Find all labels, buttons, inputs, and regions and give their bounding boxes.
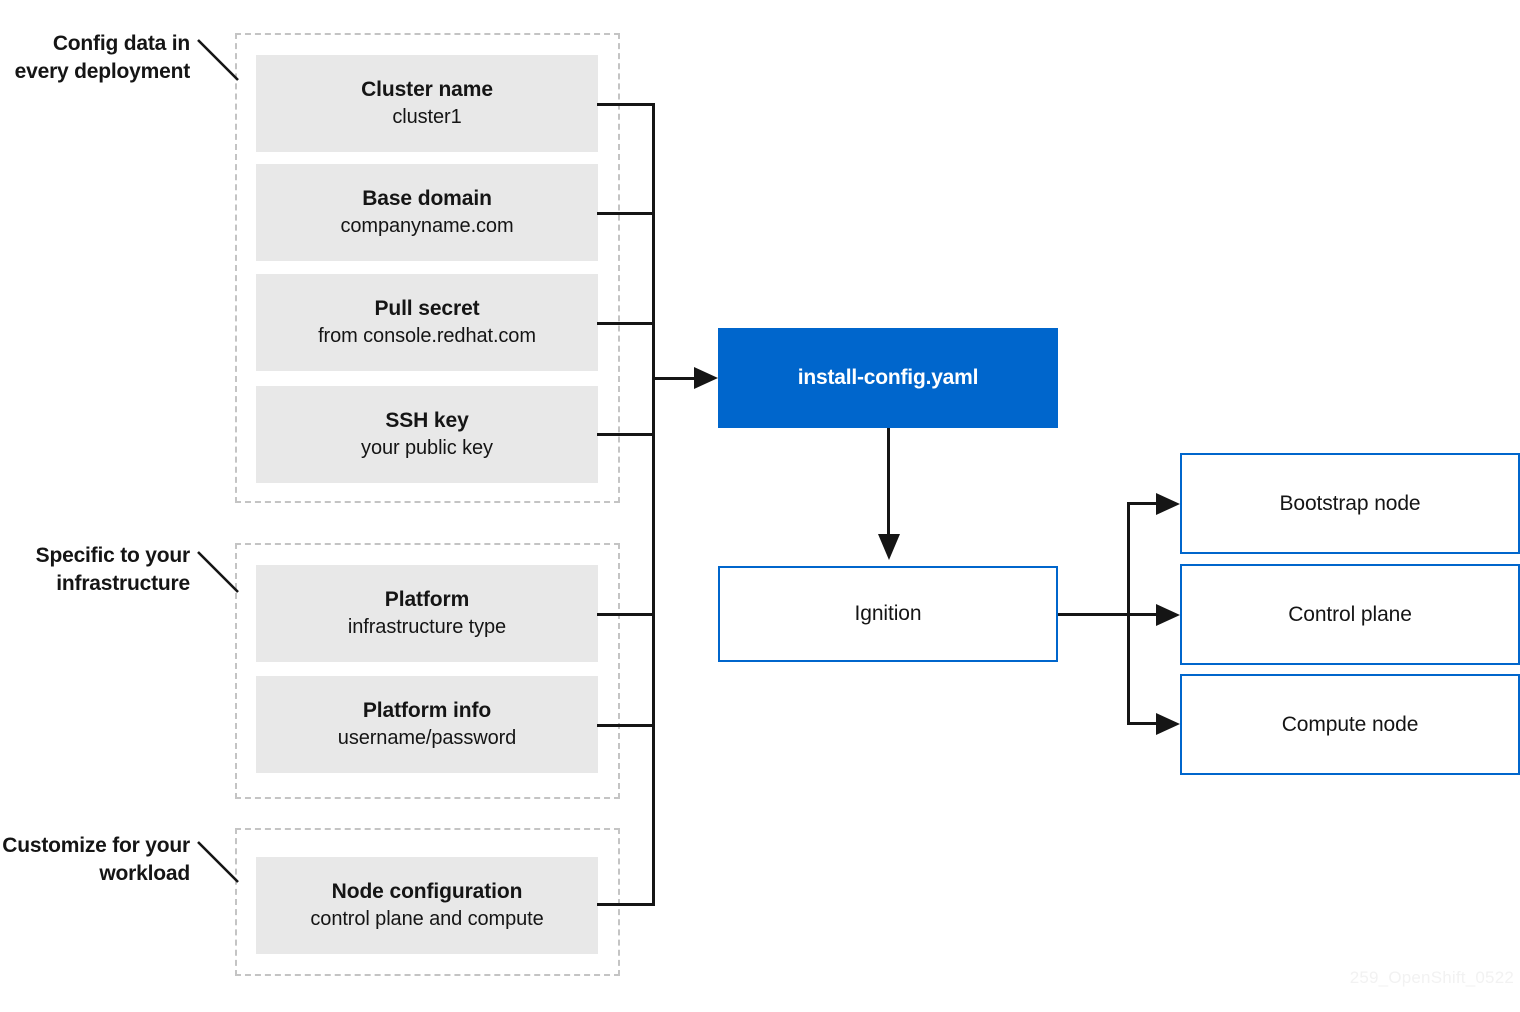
- box-ignition-label: Ignition: [854, 602, 922, 625]
- group-infrastructure: [235, 543, 620, 799]
- arrowhead-to-control-plane: [1156, 604, 1180, 626]
- annotation-infrastructure: Specific to your infrastructure: [35, 544, 191, 595]
- card-platform-title: Platform: [384, 587, 470, 611]
- card-ssh-key-title: SSH key: [385, 408, 469, 432]
- card-platform-info-title: Platform info: [362, 698, 492, 722]
- box-compute-node-label: Compute node: [1281, 712, 1419, 736]
- card-cluster-name-title: Cluster name: [361, 77, 493, 101]
- box-install-config-yaml-label: install-config.yaml: [797, 366, 979, 389]
- connector-stub-cluster-name: [597, 103, 655, 106]
- card-cluster-name: Cluster name cluster1: [256, 55, 598, 152]
- watermark-label: 259_OpenShift_0522: [1349, 968, 1514, 987]
- box-bootstrap-node-label: Bootstrap node: [1279, 491, 1421, 515]
- box-install-config-yaml[interactable]: install-config.yaml: [718, 328, 1058, 428]
- box-bootstrap-node[interactable]: Bootstrap node: [1180, 453, 1520, 554]
- card-base-domain-title: Base domain: [362, 186, 492, 210]
- connector-arrow-to-install-config-line: [652, 377, 700, 380]
- connector-stub-platform: [597, 613, 655, 616]
- annotation-workload: Customize for your workload: [2, 834, 190, 885]
- connector-branch-bootstrap: [1127, 502, 1163, 505]
- box-ignition[interactable]: Ignition: [718, 566, 1058, 662]
- card-platform-value: infrastructure type: [347, 615, 507, 638]
- card-node-configuration-value: control plane and compute: [310, 907, 544, 930]
- card-pull-secret-value: from console.redhat.com: [318, 324, 536, 347]
- group-workload: [235, 828, 620, 976]
- connector-ignition-out: [1058, 613, 1130, 616]
- box-control-plane-label: Control plane: [1288, 602, 1412, 626]
- card-cluster-name-value: cluster1: [392, 105, 462, 128]
- card-platform: Platform infrastructure type: [256, 565, 598, 662]
- card-ssh-key: SSH key your public key: [256, 386, 598, 483]
- box-control-plane[interactable]: Control plane: [1180, 564, 1520, 665]
- connector-stub-node-config: [597, 903, 655, 906]
- connector-branch-control-plane: [1127, 613, 1163, 616]
- connector-stub-ssh-key: [597, 433, 655, 436]
- card-base-domain: Base domain companyname.com: [256, 164, 598, 261]
- arrowhead-to-compute-node: [1156, 713, 1180, 735]
- card-pull-secret: Pull secret from console.redhat.com: [256, 274, 598, 371]
- connector-install-config-to-ignition-line: [887, 428, 890, 538]
- card-node-configuration: Node configuration control plane and com…: [256, 857, 598, 954]
- card-base-domain-value: companyname.com: [340, 214, 514, 237]
- arrowhead-to-install-config: [694, 367, 718, 389]
- card-pull-secret-title: Pull secret: [374, 296, 480, 320]
- card-platform-info-value: username/password: [337, 726, 517, 749]
- annotation-config-data: Config data in every deployment: [14, 32, 191, 83]
- card-platform-info: Platform info username/password: [256, 676, 598, 773]
- card-ssh-key-value: your public key: [361, 436, 493, 459]
- connector-stub-platform-info: [597, 724, 655, 727]
- connector-trunk-left: [652, 103, 655, 906]
- connector-branch-compute-node: [1127, 722, 1163, 725]
- box-compute-node[interactable]: Compute node: [1180, 674, 1520, 775]
- connector-stub-base-domain: [597, 212, 655, 215]
- connector-stub-pull-secret: [597, 322, 655, 325]
- card-node-configuration-title: Node configuration: [331, 879, 523, 903]
- arrowhead-to-bootstrap-node: [1156, 493, 1180, 515]
- arrowhead-to-ignition: [878, 534, 900, 560]
- group-config-data: [235, 33, 620, 503]
